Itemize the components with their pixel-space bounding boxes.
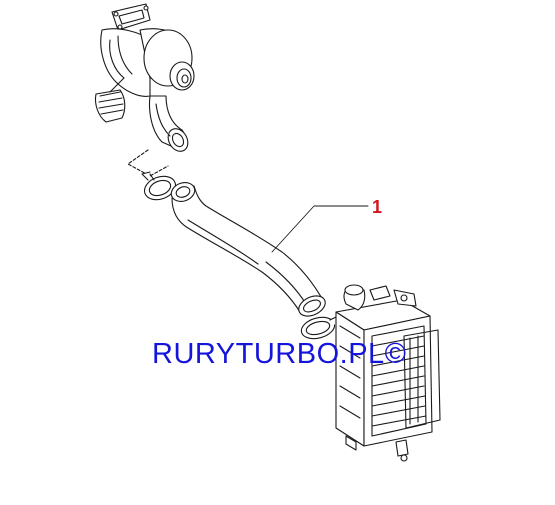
hose-clamp-icon	[141, 171, 177, 201]
turbocharger-icon	[94, 3, 195, 177]
intake-hose-icon	[170, 182, 369, 317]
callout-label-1: 1	[372, 197, 383, 217]
intercooler-icon	[335, 284, 441, 462]
watermark-text: RURYTURBO.PL©	[152, 338, 407, 370]
